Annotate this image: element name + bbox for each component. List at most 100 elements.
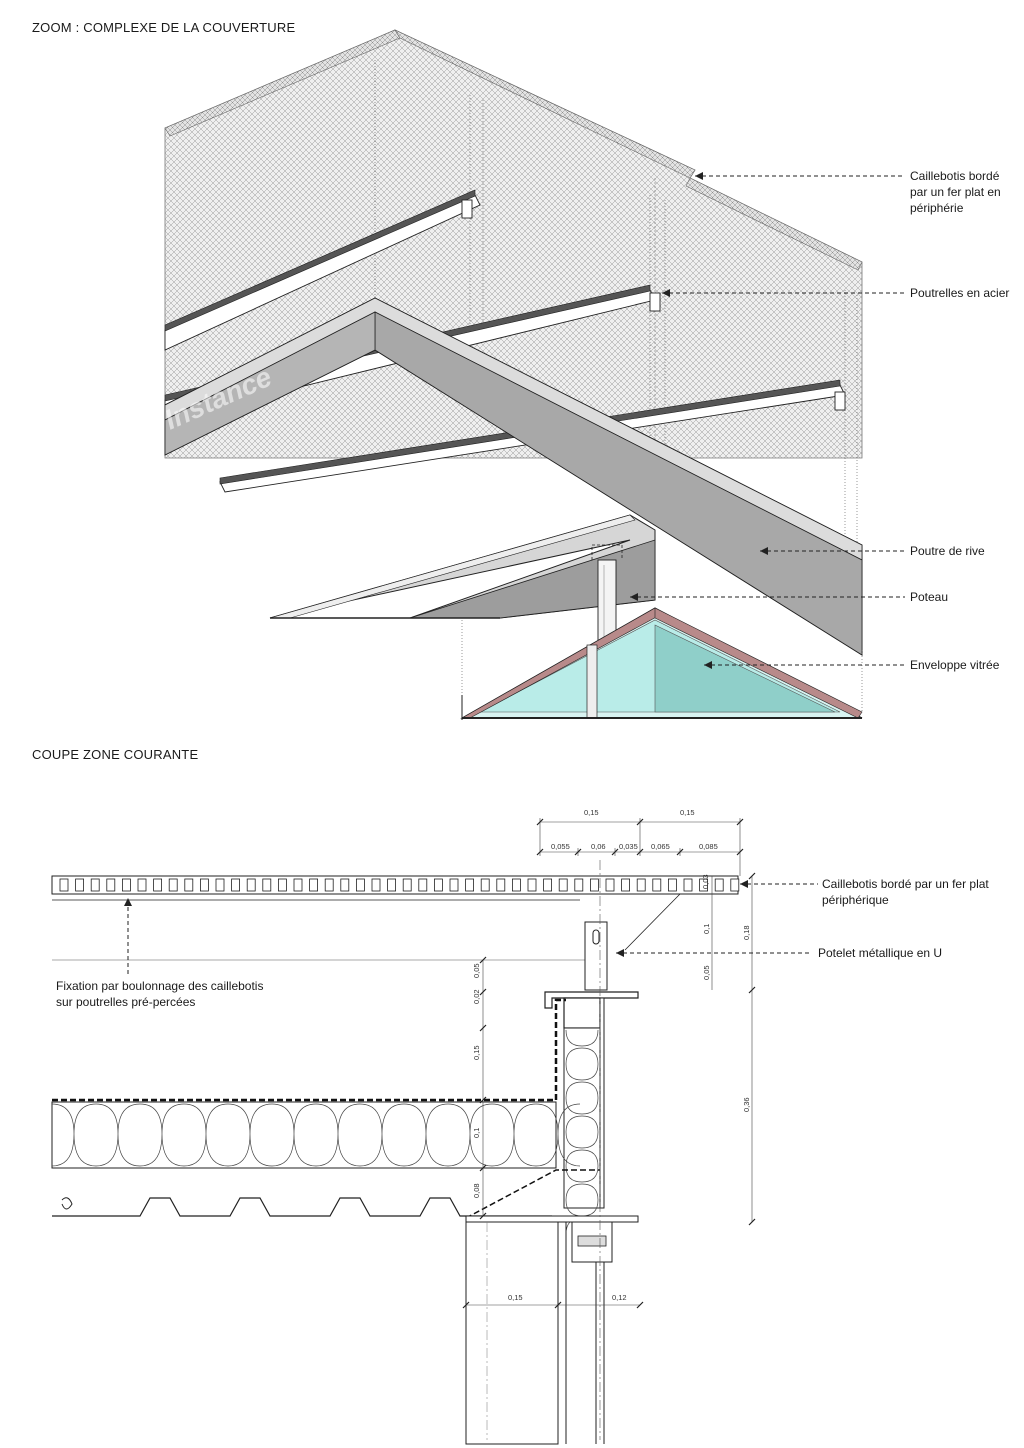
grating-cell [621,878,630,892]
grating-cell [418,878,428,892]
dim-top-1: 0,15 [584,808,599,817]
grating-cell [340,878,350,892]
grating-cell [355,878,365,892]
grating-cell [293,878,303,892]
grating-cell [668,878,677,892]
grating-cell [402,878,412,892]
grating-cell [309,878,319,892]
grating-cell [449,878,459,892]
label-section-caillebotis: Caillebotis bordé par un fer plat périph… [822,877,989,907]
grating-cell [90,878,100,892]
dim-left-2: 0,02 [472,989,481,1004]
grating-cell [122,878,131,892]
dim-row2-1: 0,055 [551,842,570,851]
grating-cell [106,878,116,892]
zoom-arrowheads [630,172,768,669]
dim-row2-3: 0,035 [619,842,638,851]
edge-insulation-loop [565,1131,599,1167]
grating-cell [543,878,552,892]
label-section-potelet: Potelet métallique en U [818,946,943,960]
dim-row2-5: 0,085 [699,842,718,851]
grating-cell [652,878,662,892]
dim-right-2: 0,05 [702,965,711,980]
dim-left-1: 0,05 [472,963,481,978]
grating-cell [683,878,693,892]
grating-cells [59,878,740,892]
grating-cell [730,878,740,892]
zoom-leaders [630,175,905,666]
dim-row2-2: 0,06 [591,842,606,851]
insulation-loop [491,1103,537,1167]
grating-cell [75,878,84,892]
grating-cell [699,878,708,892]
grating-cell [137,878,147,892]
grating-cell [480,878,490,892]
grating-cell [496,878,506,892]
dim-right-1: 0,1 [702,924,711,934]
grating-cell [215,878,225,892]
grating-cell [465,878,475,892]
insulation-loop [359,1103,405,1167]
grating-cell [387,878,397,892]
grating-cell [605,878,615,892]
insulation-loop [139,1103,185,1167]
insulation-loop [315,1103,361,1167]
dim-left-3: 0,15 [472,1045,481,1060]
dimension-ticks [462,818,756,1309]
dimension-lines [466,818,753,1306]
insulation-loop [403,1103,449,1167]
label-caillebotis: Caillebotis bordé par un fer plat en pér… [910,169,1001,215]
edge-insulation-loop [565,1063,599,1099]
grating-cell [262,878,272,892]
section-arrowheads [124,880,748,957]
dim-bottom-1: 0,15 [508,1293,523,1302]
section-leaders [127,883,818,976]
insulation-loop [183,1103,229,1167]
grating-cell [714,878,724,892]
edge-beam [164,297,863,656]
dim-left-4: 0,1 [472,1128,481,1138]
edge-insulation-loop [565,1165,599,1201]
edge-insulation-loop [565,1029,599,1065]
insulation-loop [51,1103,97,1167]
grating-cell [277,878,287,892]
roof-insulation [51,1101,557,1169]
dim-top-2: 0,15 [680,808,695,817]
insulation-loop [227,1103,273,1167]
grating-cell [231,878,241,892]
grating-cell [636,878,646,892]
insulation-loops [51,1103,581,1167]
steel-deck [52,1197,552,1217]
grating-cell [433,878,443,892]
label-enveloppe: Enveloppe vitrée [910,658,1000,672]
dim-left-5: 0,08 [472,1183,481,1198]
grating-cell [590,878,599,892]
grating-cell [246,878,256,892]
dim-bottom-2: 0,12 [612,1293,627,1302]
insulation-loop [535,1103,581,1167]
grating-cell [184,878,194,892]
edge-insulation [565,1029,599,1235]
dim-right-4: 0,36 [742,1097,751,1112]
dim-right-3: 0,18 [742,925,751,940]
grating-cell [59,878,69,892]
edge-beam-section [544,991,639,1209]
insulation-loop [95,1103,141,1167]
label-section-fixation: Fixation par boulonnage des caillebotis … [56,979,264,1009]
edge-insulation-loop [565,1097,599,1133]
grating-cell [153,878,163,892]
grating-cell [324,878,334,892]
label-poutre-rive: Poutre de rive [910,544,985,558]
grating-cell [558,878,568,892]
label-poteau: Poteau [910,590,949,604]
zoom-title: ZOOM : COMPLEXE DE LA COUVERTURE [32,20,296,35]
grating-cell [371,878,381,892]
grating-cell [199,878,209,892]
grating-cell [512,878,521,892]
u-post [584,893,681,991]
lower-wall-section [465,1215,639,1445]
dim-row2-4: 0,065 [651,842,670,851]
grating-cell [574,878,584,892]
grating-cell [527,878,537,892]
